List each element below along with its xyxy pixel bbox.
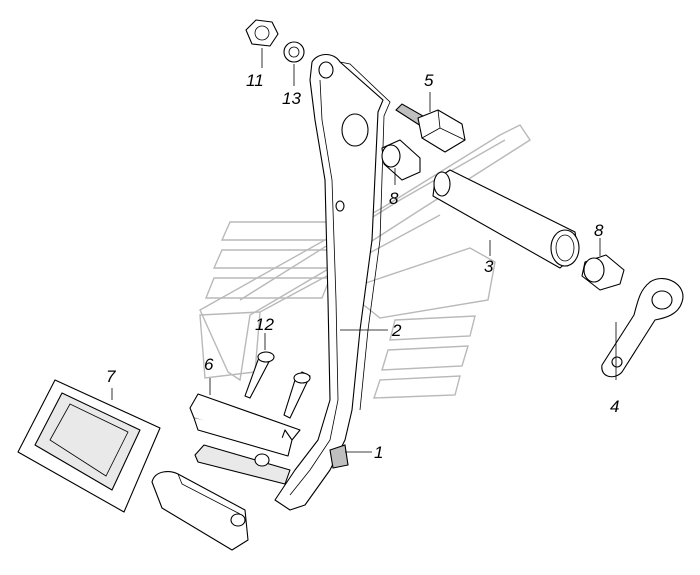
callout-5: 5 [424, 71, 434, 90]
nut [245, 19, 279, 47]
shaft-tube [432, 169, 580, 269]
callout-3: 3 [484, 257, 494, 276]
callout-11: 11 [246, 71, 264, 90]
bolt [395, 103, 466, 153]
callout-6: 6 [204, 355, 214, 374]
pin-upper [244, 351, 275, 399]
bushing-right [581, 254, 625, 291]
pedal-pad-bracket-middle [194, 444, 291, 485]
callouts: 1 2 3 4 5 6 7 8 8 11 13 12 [106, 71, 619, 462]
callout-1: 1 [374, 443, 383, 462]
bushing-left [381, 139, 421, 181]
pedal-pad-bracket-upper [189, 393, 301, 457]
rubber-pad [17, 379, 161, 513]
callout-7: 7 [106, 367, 116, 386]
callout-8-right: 8 [594, 221, 604, 240]
pin-lower [283, 371, 311, 419]
callout-4: 4 [610, 397, 619, 416]
callout-8-left: 8 [389, 189, 399, 208]
pedal-lever [274, 53, 391, 511]
callout-2: 2 [391, 321, 402, 340]
pedal-pad-lower [151, 471, 249, 551]
lever-arm [601, 277, 684, 378]
callout-12: 12 [255, 315, 274, 334]
callout-13: 13 [282, 89, 301, 108]
washer [283, 41, 305, 63]
leader-lines [111, 48, 617, 453]
